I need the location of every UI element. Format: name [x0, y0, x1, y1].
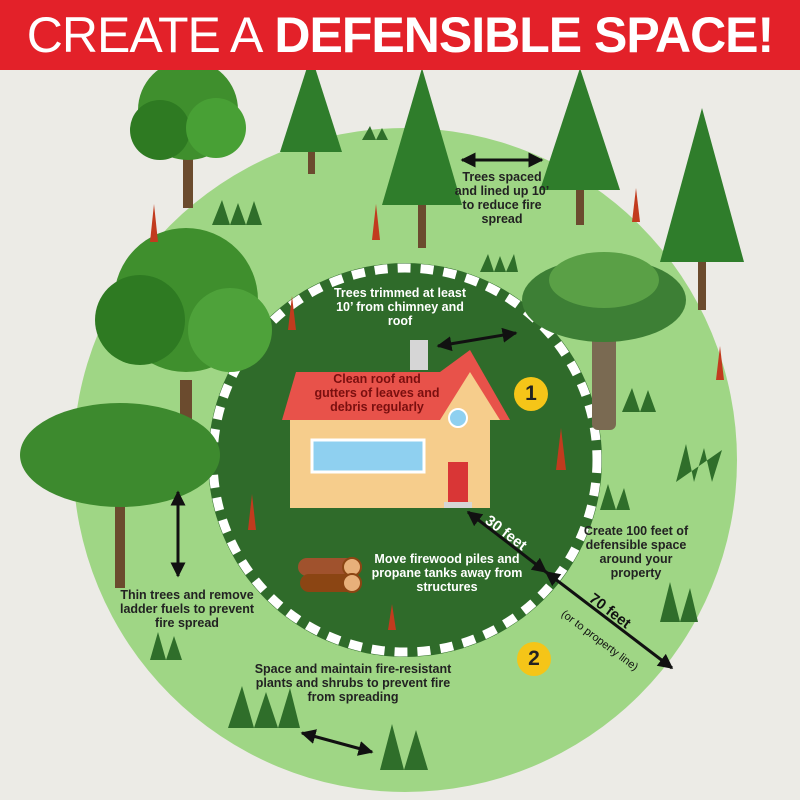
plant-spacing-arrow [300, 729, 374, 756]
pine-tree-3 [540, 68, 620, 225]
title-light: CREATE A [26, 7, 264, 63]
seventy-feet-arrow [544, 570, 674, 670]
label-thin-trees: Thin trees and remove ladder fuels to pr… [119, 588, 255, 630]
red-tipped-plants [150, 188, 724, 630]
title-banner: CREATE A DEFENSIBLE SPACE! [0, 0, 800, 70]
broad-tree-left [95, 228, 272, 464]
zone-2-badge: 2 [517, 642, 551, 676]
zone-1-badge: 1 [514, 377, 548, 411]
trim-distance-arrow [436, 327, 518, 352]
label-trees-trimmed: Trees trimmed at least 10’ from chimney … [333, 286, 466, 328]
pine-tree-2 [382, 68, 462, 248]
title-bold: DEFENSIBLE SPACE! [274, 7, 774, 63]
firewood-pile [298, 557, 362, 593]
pine-tree-1 [280, 55, 342, 174]
thinned-tree-left [20, 403, 220, 588]
palm-tree [522, 252, 686, 430]
label-trees-spaced: Trees spaced and lined up 10’ to reduce … [454, 170, 550, 226]
label-clean-roof: Clean roof and gutters of leaves and deb… [314, 372, 440, 414]
pine-tree-4 [660, 108, 744, 310]
house [282, 340, 510, 508]
label-space-plants: Space and maintain fire-resistant plants… [254, 662, 452, 704]
label-create-100: Create 100 feet of defensible space arou… [583, 524, 689, 580]
thirty-feet-arrow [466, 510, 548, 574]
oak-tree-top-left [130, 60, 246, 208]
label-move-firewood: Move firewood piles and propane tanks aw… [371, 552, 523, 594]
arrows [170, 152, 674, 756]
